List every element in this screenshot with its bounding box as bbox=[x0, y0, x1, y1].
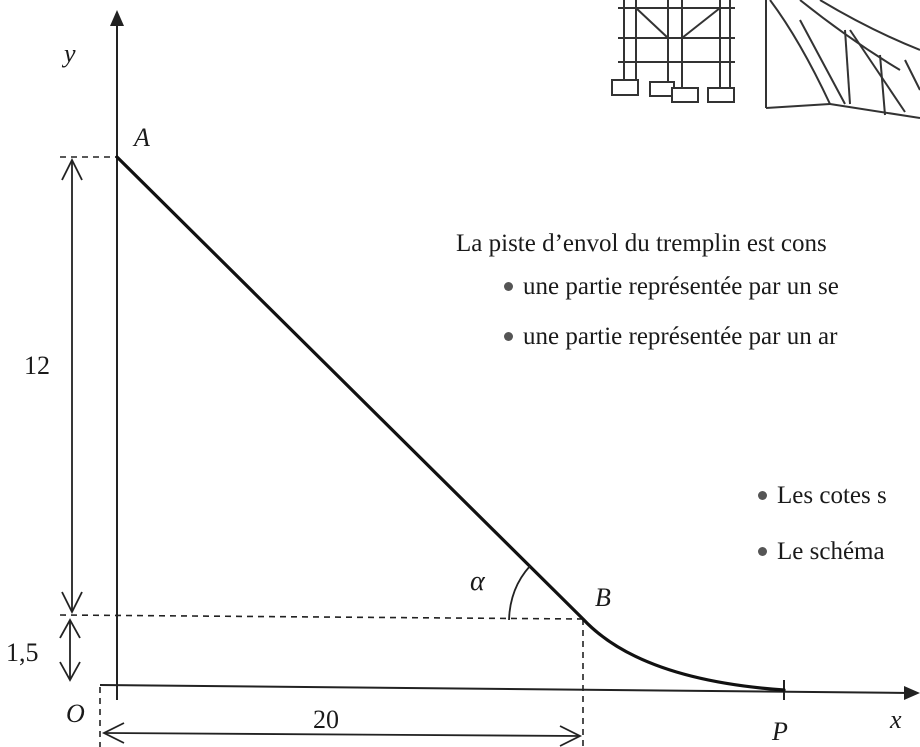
width-20-label: 20 bbox=[313, 705, 339, 734]
guides bbox=[59, 156, 584, 747]
bullet-item-1-text: une partie représentée par un se bbox=[523, 273, 839, 300]
bullet-item-2-text: une partie représentée par un ar bbox=[523, 323, 838, 350]
y-axis-label: y bbox=[61, 39, 76, 68]
dimension-arrows bbox=[59, 157, 583, 747]
origin-label: O bbox=[66, 699, 85, 728]
point-p-label: P bbox=[771, 717, 788, 746]
y-axis-arrowhead bbox=[110, 10, 124, 26]
bullet-icon bbox=[758, 546, 767, 556]
bullet-icon bbox=[504, 331, 513, 341]
x-axis-label: x bbox=[889, 705, 902, 734]
note-item-1-text: Les cotes s bbox=[777, 482, 887, 509]
height-12-label: 12 bbox=[24, 351, 50, 380]
axes bbox=[99, 10, 920, 700]
point-a-label: A bbox=[132, 123, 150, 152]
note-item-2-text: Le schéma bbox=[777, 538, 885, 565]
point-b-label: B bbox=[595, 583, 611, 612]
intro-text: La piste d’envol du tremplin est cons bbox=[456, 230, 827, 257]
x-axis bbox=[99, 684, 911, 694]
x-axis-arrowhead bbox=[904, 686, 920, 700]
bullet-item-1: une partie représentée par un se bbox=[504, 273, 839, 301]
track-curve bbox=[115, 155, 786, 692]
note-item-1: Les cotes s bbox=[758, 482, 887, 510]
note-item-2: Le schéma bbox=[758, 538, 885, 566]
bullet-icon bbox=[504, 281, 513, 291]
bullet-item-2: une partie représentée par un ar bbox=[504, 323, 837, 351]
angle-alpha-label: α bbox=[470, 566, 486, 597]
bullet-icon bbox=[758, 490, 767, 500]
height-1-5-label: 1,5 bbox=[6, 638, 39, 667]
angle-arc bbox=[508, 565, 531, 621]
ski-jump-illustration bbox=[611, 0, 920, 119]
